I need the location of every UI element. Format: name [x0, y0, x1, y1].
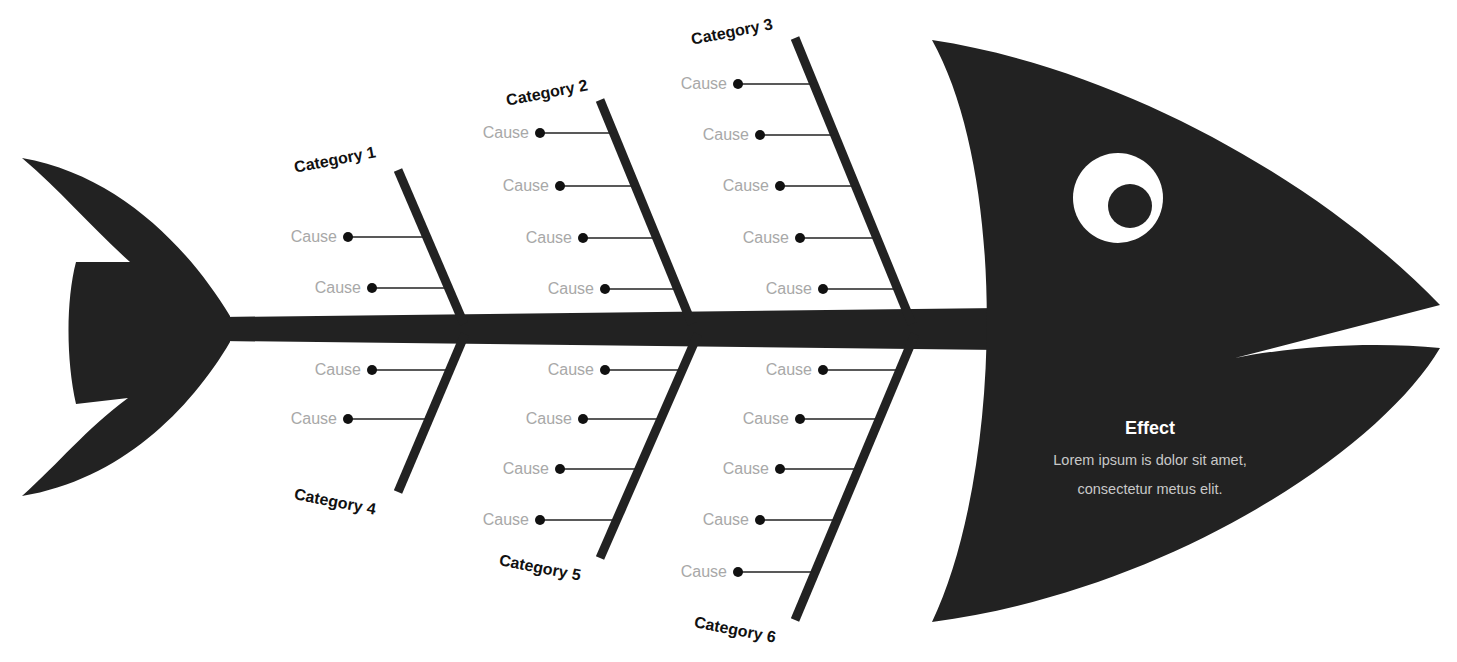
- leader-line: [738, 571, 815, 573]
- fish-bone: [795, 38, 912, 324]
- cause-label: Cause: [766, 361, 812, 379]
- cause-dot: [818, 365, 828, 375]
- leader-line: [540, 132, 614, 134]
- fish-head-shape: [930, 38, 1442, 624]
- effect-description: Lorem ipsum is dolor sit amet, consectet…: [1025, 446, 1275, 504]
- category-label: Category 6: [693, 613, 778, 646]
- cause-dot: [343, 232, 353, 242]
- leader-line: [800, 237, 877, 239]
- leader-line: [348, 236, 427, 238]
- leader-line: [540, 519, 617, 521]
- leader-line: [372, 369, 449, 371]
- cause-dots: [343, 79, 828, 577]
- cause-label: Cause: [723, 460, 769, 478]
- leader-line: [583, 418, 661, 420]
- fish-bone: [398, 170, 464, 324]
- cause-label: Cause: [483, 124, 529, 142]
- leader-line: [605, 369, 682, 371]
- fish-bone: [795, 334, 915, 620]
- cause-label: Cause: [681, 75, 727, 93]
- fish-head: [932, 40, 1440, 622]
- cause-dot: [555, 464, 565, 474]
- effect-title: Effect: [1025, 416, 1275, 440]
- cause-label: Cause: [743, 410, 789, 428]
- leader-line: [560, 185, 636, 187]
- cause-label: Cause: [483, 511, 529, 529]
- cause-dot: [535, 515, 545, 525]
- cause-dot: [535, 128, 545, 138]
- cause-label: Cause: [743, 229, 789, 247]
- category-label: Category 4: [293, 485, 378, 518]
- leader-line: [823, 369, 899, 371]
- cause-dot: [755, 130, 765, 140]
- cause-label: Cause: [703, 511, 749, 529]
- leader-line: [583, 237, 657, 239]
- leader-line: [780, 468, 858, 470]
- cause-label: Cause: [315, 361, 361, 379]
- category-label: Category 5: [498, 551, 583, 584]
- leader-line: [372, 287, 449, 289]
- leader-line: [738, 83, 814, 85]
- cause-dot: [795, 233, 805, 243]
- cause-leaders: [348, 84, 899, 572]
- leader-line: [560, 468, 639, 470]
- cause-label: Cause: [291, 228, 337, 246]
- cause-dot: [775, 181, 785, 191]
- leader-line: [760, 519, 837, 521]
- cause-dot: [600, 365, 610, 375]
- cause-label: Cause: [526, 410, 572, 428]
- leader-line: [605, 288, 678, 290]
- fish-tail: [22, 158, 230, 496]
- cause-label: Cause: [703, 126, 749, 144]
- cause-label: Cause: [291, 410, 337, 428]
- fish-bone: [600, 334, 698, 558]
- cause-label: Cause: [723, 177, 769, 195]
- fish-bone: [398, 334, 465, 492]
- category-label: Category 2: [505, 76, 590, 109]
- cause-dot: [795, 414, 805, 424]
- category-label: Category 1: [293, 143, 378, 176]
- cause-dot: [600, 284, 610, 294]
- cause-label: Cause: [503, 177, 549, 195]
- leader-line: [348, 418, 429, 420]
- cause-dot: [733, 79, 743, 89]
- leader-line: [760, 134, 835, 136]
- cause-dot: [555, 181, 565, 191]
- cause-label: Cause: [681, 563, 727, 581]
- leader-line: [780, 185, 856, 187]
- fish-spine: [222, 308, 1000, 350]
- leader-line: [800, 418, 879, 420]
- cause-dot: [775, 464, 785, 474]
- fish-eye: [1073, 153, 1163, 243]
- cause-label: Cause: [503, 460, 549, 478]
- cause-dot: [367, 365, 377, 375]
- cause-dot: [578, 414, 588, 424]
- fish-bones: [398, 38, 915, 620]
- fish-pupil: [1108, 184, 1152, 228]
- effect-head: EffectLorem ipsum is dolor sit amet, con…: [930, 38, 1442, 624]
- cause-dot: [755, 515, 765, 525]
- cause-dot: [733, 567, 743, 577]
- cause-label: Cause: [315, 279, 361, 297]
- cause-dot: [367, 283, 377, 293]
- cause-dot: [578, 233, 588, 243]
- cause-label: Cause: [548, 280, 594, 298]
- cause-dot: [343, 414, 353, 424]
- cause-label: Cause: [766, 280, 812, 298]
- cause-dot: [818, 284, 828, 294]
- cause-label: Cause: [548, 361, 594, 379]
- cause-label: Cause: [526, 229, 572, 247]
- effect-text-block: EffectLorem ipsum is dolor sit amet, con…: [1025, 416, 1275, 504]
- leader-line: [823, 288, 898, 290]
- category-label: Category 3: [690, 15, 775, 48]
